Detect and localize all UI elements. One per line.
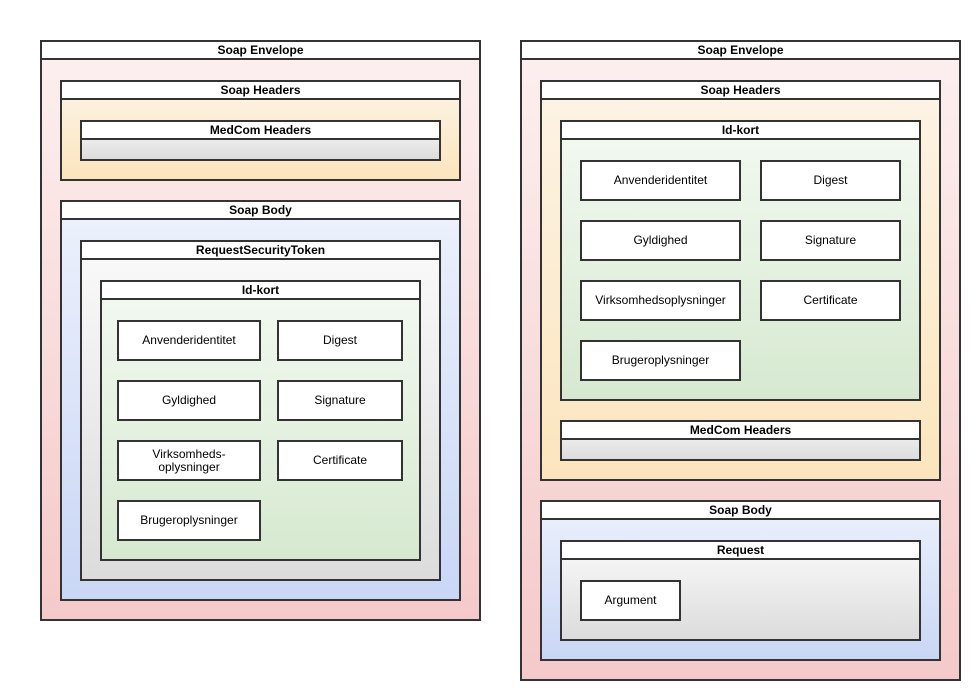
left-digest-label: Digest: [322, 333, 357, 347]
left-signature-box: Signature: [277, 380, 403, 421]
left-soap-body-title: Soap Body: [62, 202, 459, 220]
left-signature-label: Signature: [314, 393, 366, 407]
right-brugeroplysninger-label: Brugeroplysninger: [611, 353, 710, 367]
right-certificate-box: Certificate: [760, 280, 901, 321]
left-anvenderidentitet-label: Anvenderidentitet: [142, 333, 236, 347]
right-anvenderidentitet-label: Anvenderidentitet: [613, 173, 708, 187]
right-soap-headers-title: Soap Headers: [542, 82, 939, 100]
right-gyldighed-box: Gyldighed: [580, 220, 741, 261]
left-brugeroplysninger-label: Brugeroplysninger: [140, 513, 238, 527]
right-soap-envelope-title: Soap Envelope: [522, 42, 959, 60]
right-signature-box: Signature: [760, 220, 901, 261]
right-medcom-headers: MedCom Headers: [560, 420, 921, 461]
left-virksomhedsoplysninger-label-line2: oplysninger: [158, 459, 220, 474]
right-soap-body-title: Soap Body: [542, 502, 939, 520]
left-virksomhedsoplysninger-box: Virksomheds- oplysninger: [117, 440, 261, 481]
left-id-kort-title: Id-kort: [102, 282, 419, 300]
right-brugeroplysninger-box: Brugeroplysninger: [580, 340, 741, 381]
right-anvenderidentitet-box: Anvenderidentitet: [580, 160, 741, 201]
right-argument-label: Argument: [604, 593, 657, 607]
left-soap-envelope-title: Soap Envelope: [42, 42, 479, 60]
right-id-kort-title: Id-kort: [562, 122, 919, 140]
left-virksomhedsoplysninger-label-line1: Virksomheds-: [152, 446, 226, 461]
right-argument-box: Argument: [580, 580, 681, 621]
right-medcom-headers-title: MedCom Headers: [562, 422, 919, 440]
right-signature-label: Signature: [804, 233, 857, 247]
left-anvenderidentitet-box: Anvenderidentitet: [117, 320, 261, 361]
right-virksomhedsoplysninger-label: Virksomhedsoplysninger: [595, 293, 726, 307]
left-request-security-token-title: RequestSecurityToken: [82, 242, 439, 260]
right-virksomhedsoplysninger-box: Virksomhedsoplysninger: [580, 280, 741, 321]
left-brugeroplysninger-box: Brugeroplysninger: [117, 500, 261, 541]
left-soap-headers-title: Soap Headers: [62, 82, 459, 100]
right-certificate-label: Certificate: [803, 293, 858, 307]
right-request-title: Request: [562, 542, 919, 560]
left-certificate-label: Certificate: [312, 453, 368, 467]
left-gyldighed-label: Gyldighed: [161, 393, 217, 407]
right-digest-box: Digest: [760, 160, 901, 201]
left-certificate-box: Certificate: [277, 440, 403, 481]
left-gyldighed-box: Gyldighed: [117, 380, 261, 421]
left-medcom-headers: MedCom Headers: [80, 120, 441, 161]
right-digest-label: Digest: [813, 173, 848, 187]
left-digest-box: Digest: [277, 320, 403, 361]
left-medcom-headers-title: MedCom Headers: [82, 122, 439, 140]
right-gyldighed-label: Gyldighed: [633, 233, 688, 247]
